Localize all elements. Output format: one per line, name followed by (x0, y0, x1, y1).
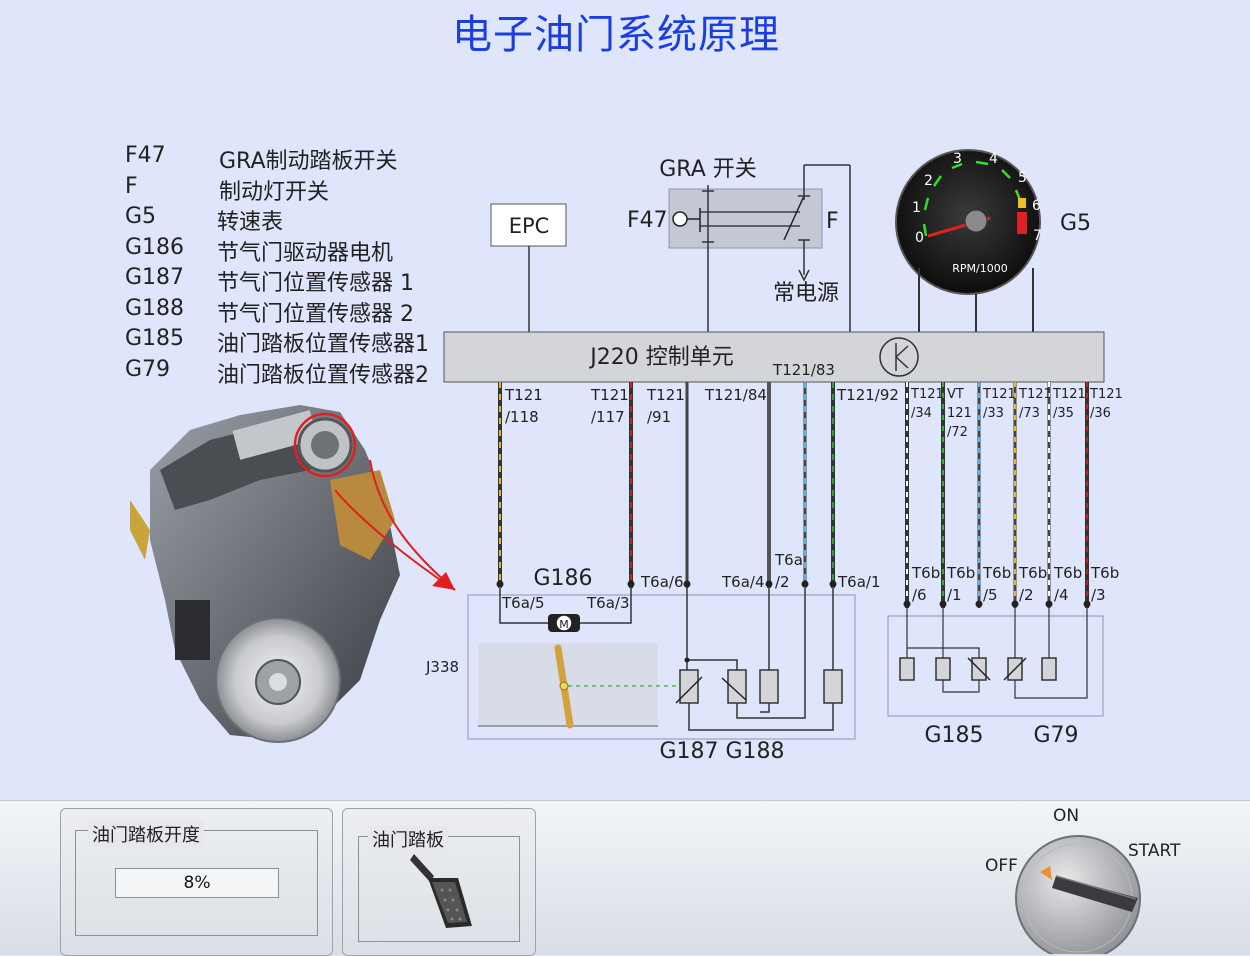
j338-label: J338 (425, 658, 459, 676)
legend-code: G186 (125, 235, 185, 260)
legend-code: G185 (125, 326, 185, 351)
legend-desc: 节气门位置传感器 1 (217, 271, 414, 296)
tach-num-1: 1 (912, 200, 921, 216)
pin-t6a-6: T6a/6 (640, 573, 684, 591)
pin-t121-84: T121/84 (704, 386, 767, 404)
pin-label: T121 (982, 387, 1016, 402)
pin-label: /33 (983, 406, 1004, 421)
legend-desc: 油门踏板位置传感器2 (217, 363, 429, 388)
pin-t121-83: T121/83 (772, 361, 835, 379)
pin-t6b: /2 (1019, 586, 1034, 604)
epc-lamp (490, 203, 567, 247)
tach-num-5: 5 (1018, 170, 1027, 186)
key-off-label: OFF (985, 856, 1018, 876)
pin-t6a-2: /2 (775, 573, 790, 591)
pin-t6b: T6b (1018, 564, 1047, 582)
pin-t6a-2: T6a (774, 551, 803, 569)
g187-g188-label: G187 G188 (659, 739, 784, 764)
tach-num-0: 0 (915, 230, 924, 246)
motor-label: M (559, 618, 569, 631)
legend-desc: 节气门驱动器电机 (217, 241, 394, 266)
ecu-j220 (443, 331, 1105, 383)
pin-label: VT (947, 387, 964, 402)
legend-code: G79 (125, 357, 171, 382)
pin-label: T121 (910, 387, 944, 402)
gra-switch-label: GRA 开关 (659, 157, 757, 182)
pin-label: T121 (590, 386, 629, 404)
g186-label: G186 (533, 566, 592, 591)
pin-label: /36 (1090, 406, 1111, 421)
pin-label: /72 (947, 425, 968, 440)
tach-num-4: 4 (989, 151, 998, 167)
legend-code: G188 (125, 296, 185, 321)
pin-label: T121 (1018, 387, 1052, 402)
epc-label: EPC (509, 214, 550, 238)
key-start-label: START (1128, 841, 1181, 861)
constant-power-label: 常电源 (773, 281, 839, 306)
pin-label: /34 (911, 406, 932, 421)
pin-label: /118 (505, 408, 539, 426)
pin-label: T121 (646, 386, 685, 404)
legend-code: F47 (125, 143, 166, 168)
pin-t6a-5: T6a/5 (501, 594, 545, 612)
circuit-diagram: EPC GRA 开关 F47 F 常电源 0 1 2 3 4 5 6 7 RPM… (130, 149, 1123, 764)
legend-desc: GRA制动踏板开关 (219, 149, 398, 174)
engine-illustration (130, 405, 456, 743)
pin-label: /91 (647, 408, 671, 426)
pin-t6a-4: T6a/4 (721, 573, 765, 591)
pin-t6b: /5 (983, 586, 998, 604)
pedal-sensor-box (887, 615, 1104, 717)
pin-t6a-3: T6a/3 (586, 594, 630, 612)
f-label: F (826, 209, 839, 234)
pedal-label: 油门踏板 (368, 826, 448, 852)
pin-t6b: /3 (1091, 586, 1106, 604)
pin-label: /35 (1053, 406, 1074, 421)
ecu-label: J220 控制单元 (588, 345, 733, 370)
pedal-opening-value: 8% (115, 868, 279, 898)
ecu-ground-icon (879, 337, 919, 377)
tach-num-6: 6 (1032, 198, 1041, 214)
pin-t6b: /4 (1054, 586, 1069, 604)
legend-desc: 转速表 (217, 210, 284, 235)
pin-t6a-1: T6a/1 (837, 573, 881, 591)
pin-t6b: T6b (1053, 564, 1082, 582)
legend-desc: 油门踏板位置传感器1 (217, 332, 429, 357)
pin-t6b: T6b (946, 564, 975, 582)
legend-code: G187 (125, 265, 185, 290)
pin-label: T121 (1052, 387, 1086, 402)
legend-desc: 制动灯开关 (219, 180, 330, 205)
f47-label: F47 (627, 208, 668, 233)
throttle-body-box (467, 594, 856, 740)
pedal-opening-label: 油门踏板开度 (88, 821, 204, 847)
pin-t6b: /1 (947, 586, 962, 604)
tach-unit: RPM/1000 (952, 262, 1007, 275)
key-pointer-icon (1040, 866, 1052, 880)
pin-label: 121 (947, 406, 972, 421)
pin-t6b: T6b (982, 564, 1011, 582)
page-title: 电子油门系统原理 (452, 12, 780, 58)
key-on-label: ON (1053, 806, 1080, 826)
tach-num-2: 2 (924, 173, 933, 189)
legend-desc: 节气门位置传感器 2 (217, 302, 414, 327)
pin-t6b: T6b (1090, 564, 1119, 582)
pin-t6b: /6 (912, 586, 927, 604)
g187-sensor (679, 669, 699, 704)
pin-label: T121 (504, 386, 543, 404)
pin-label: T121 (1089, 387, 1123, 402)
pin-t121-92: T121/92 (836, 386, 899, 404)
g79-label: G79 (1033, 723, 1078, 748)
pin-t6b: T6b (911, 564, 940, 582)
accelerator-pedal[interactable] (400, 848, 480, 930)
tach-num-7: 7 (1033, 228, 1042, 244)
g5-label: G5 (1060, 211, 1091, 236)
tachometer: 0 1 2 3 4 5 6 7 RPM/1000 (895, 149, 1042, 295)
tach-num-3: 3 (953, 151, 962, 167)
g185-label: G185 (924, 723, 983, 748)
pin-label: /117 (591, 408, 625, 426)
ignition-switch[interactable] (1012, 832, 1148, 954)
pin-label: /73 (1019, 406, 1040, 421)
legend-code: F (125, 174, 138, 199)
legend-code: G5 (125, 204, 157, 229)
